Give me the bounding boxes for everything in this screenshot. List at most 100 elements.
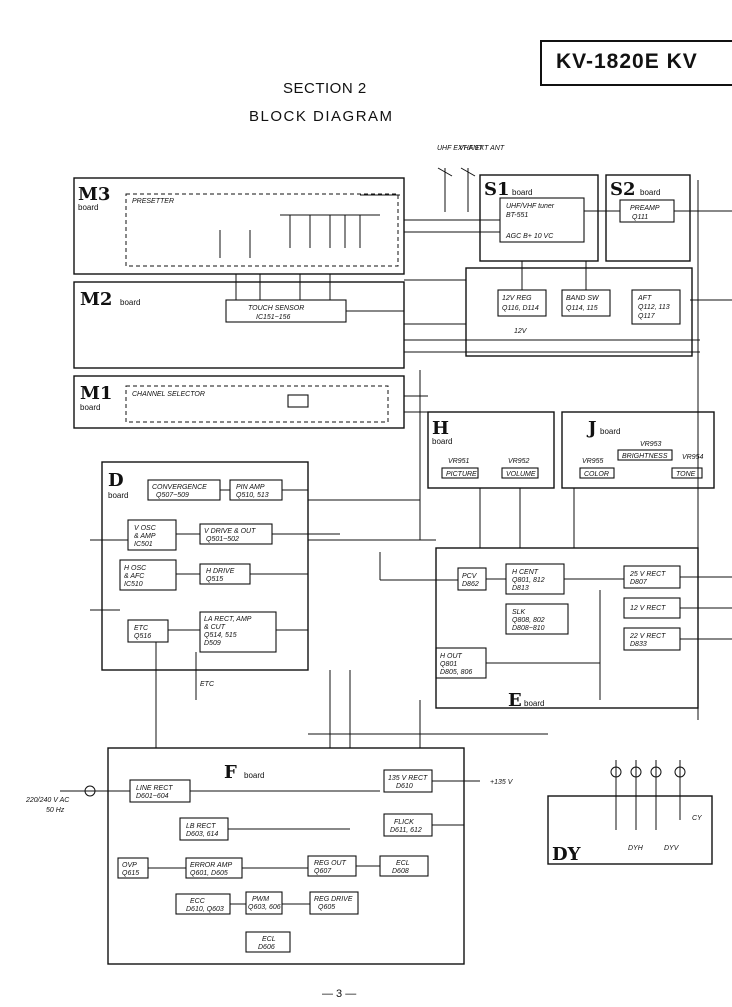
svg-text:IC510: IC510 [124, 581, 143, 588]
svg-text:BT-551: BT-551 [506, 212, 528, 219]
svg-text:D808~810: D808~810 [512, 625, 545, 632]
svg-text:D608: D608 [392, 868, 409, 875]
s2-board: S2 board PREAMP Q111 [584, 174, 732, 262]
e-board-suffix: board [524, 699, 544, 708]
svg-text:Q603, 606: Q603, 606 [248, 904, 281, 911]
m2-board-name: M2 [80, 289, 112, 310]
page-number: — 3 — [322, 988, 357, 1000]
vr952-label: VR952 [508, 458, 530, 465]
svg-text:22 V RECT: 22 V RECT [629, 633, 666, 640]
svg-text:D610, Q603: D610, Q603 [186, 906, 224, 913]
svg-text:135 V RECT: 135 V RECT [388, 775, 428, 782]
svg-text:IC501: IC501 [134, 541, 153, 548]
svg-text:H CENT: H CENT [512, 569, 539, 576]
svg-text:ECL: ECL [262, 936, 276, 943]
s2-board-suffix: board [640, 188, 660, 197]
dy-board: DY DYH DYV CY [547, 760, 713, 865]
svg-text:D603, 614: D603, 614 [186, 831, 218, 838]
model-box [540, 40, 732, 86]
svg-text:UHF/VHF tuner: UHF/VHF tuner [506, 203, 555, 210]
svg-text:D805, 806: D805, 806 [440, 669, 472, 676]
m1-board-name: M1 [80, 383, 112, 404]
power-input-label: 220/240 V AC [25, 797, 70, 804]
svg-text:H DRIVE: H DRIVE [206, 568, 235, 575]
svg-text:BAND SW: BAND SW [566, 295, 600, 302]
svg-text:Q111: Q111 [632, 214, 648, 221]
vhf-ant-label: VHF EXT ANT [459, 145, 505, 152]
svg-text:ECL: ECL [396, 860, 410, 867]
m3-board-name: M3 [78, 184, 110, 205]
svg-text:D862: D862 [462, 581, 479, 588]
d-board: D board CONVERGENCE Q507~509 PIN AMP Q51… [90, 461, 340, 688]
picture-label: PICTURE [446, 471, 477, 478]
svg-text:Q112, 113: Q112, 113 [638, 304, 670, 311]
color-label: COLOR [584, 471, 609, 478]
j-board: J board VR955 VR953 VR954 COLOR BRIGHTNE… [561, 411, 715, 489]
svg-text:V DRIVE & OUT: V DRIVE & OUT [204, 528, 256, 535]
dyh-label: DYH [628, 845, 644, 852]
s1-board: S1 board UHF/VHF tuner BT-551 AGC B+ 10 … [404, 174, 599, 262]
svg-text:Q601, D605: Q601, D605 [190, 870, 228, 877]
volume-label: VOLUME [506, 471, 536, 478]
e-board-name: E [508, 690, 522, 711]
svg-text:REG OUT: REG OUT [314, 860, 347, 867]
s2-board-name: S2 [610, 179, 636, 200]
b135-label: +135 V [490, 779, 514, 786]
vr951-label: VR951 [448, 458, 470, 465]
cy-label: CY [692, 815, 703, 822]
svg-text:Q510, 513: Q510, 513 [236, 492, 269, 499]
page-title: BLOCK DIAGRAM [249, 108, 394, 125]
svg-text:Q514, 515: Q514, 515 [204, 632, 237, 639]
svg-text:PWM: PWM [252, 896, 269, 903]
svg-text:D509: D509 [204, 640, 221, 647]
svg-text:Q117: Q117 [638, 313, 656, 320]
svg-text:& AFC: & AFC [124, 573, 145, 580]
brightness-label: BRIGHTNESS [622, 453, 668, 460]
svg-text:AGC B+ 10 VC: AGC B+ 10 VC [505, 233, 554, 240]
svg-text:D610: D610 [396, 783, 413, 790]
s1-board-suffix: board [512, 188, 532, 197]
presetter-label: PRESETTER [132, 198, 174, 205]
svg-text:Q116, D114: Q116, D114 [502, 305, 539, 312]
m3-board-suffix: board [78, 203, 98, 212]
vr955-label: VR955 [582, 458, 604, 465]
svg-text:PIN AMP: PIN AMP [236, 484, 265, 491]
svg-text:AFT: AFT [637, 295, 652, 302]
dy-name: DY [552, 844, 582, 865]
j-board-name: J [586, 418, 597, 439]
svg-text:OVP: OVP [122, 862, 137, 869]
svg-text:PREAMP: PREAMP [630, 205, 660, 212]
svg-text:H OUT: H OUT [440, 653, 463, 660]
tuner-support-board: 12V REG Q116, D114 BAND SW Q114, 115 AFT… [404, 261, 700, 357]
svg-text:Q615: Q615 [122, 870, 139, 877]
m1-board-suffix: board [80, 403, 100, 412]
h-board-name: H [432, 418, 449, 439]
svg-text:LB RECT: LB RECT [186, 823, 216, 830]
etc-label: ETC [200, 681, 215, 688]
svg-text:Q605: Q605 [318, 904, 335, 911]
svg-text:Q501~502: Q501~502 [206, 536, 239, 543]
svg-text:LINE RECT: LINE RECT [136, 785, 173, 792]
svg-text:D813: D813 [512, 585, 529, 592]
svg-text:D611, 612: D611, 612 [390, 827, 422, 834]
vr954-label: VR954 [682, 454, 704, 461]
svg-text:Q114, 115: Q114, 115 [566, 305, 598, 312]
svg-text:D606: D606 [258, 944, 275, 951]
d-board-name: D [108, 470, 124, 491]
svg-text:25 V RECT: 25 V RECT [629, 571, 666, 578]
svg-text:FLICK: FLICK [394, 819, 414, 826]
svg-text:Q516: Q516 [134, 633, 151, 640]
svg-text:SLK: SLK [512, 609, 526, 616]
s1-board-name: S1 [484, 179, 510, 200]
svg-text:& AMP: & AMP [134, 533, 156, 540]
svg-text:Q507~509: Q507~509 [156, 492, 189, 499]
svg-text:REG DRIVE: REG DRIVE [314, 896, 353, 903]
svg-text:Q801: Q801 [440, 661, 457, 668]
f-board-name: F [224, 762, 237, 783]
svg-text:H OSC: H OSC [124, 565, 147, 572]
dyv-label: DYV [664, 845, 680, 852]
svg-text:50 Hz: 50 Hz [46, 807, 65, 814]
svg-text:12 V RECT: 12 V RECT [630, 605, 666, 612]
svg-text:D601~604: D601~604 [136, 793, 169, 800]
